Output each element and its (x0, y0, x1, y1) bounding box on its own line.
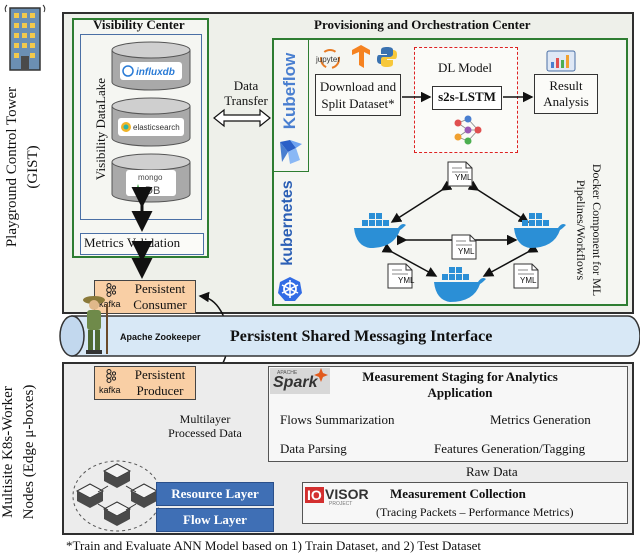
iovisor-label: VISOR (325, 486, 369, 502)
s2s-lstm-label: s2s-LSTM (438, 89, 496, 104)
iovisor-logo: IO VISOR PROJECT (305, 486, 369, 508)
data-transfer-arrow (213, 108, 271, 128)
spark-small-label: APACHE (277, 370, 298, 376)
docker-icon-left (354, 213, 406, 248)
yml-label-top: YML (455, 173, 472, 182)
zookeeper-label: Apache Zookeeper (120, 332, 201, 342)
iovisor-prefix: IO (305, 487, 324, 503)
raw-data-label: Raw Data (466, 464, 518, 479)
yml-file-icon-top (446, 160, 474, 193)
multilayer-label: Multilayer Processed Data (168, 412, 242, 440)
measurement-collection-box (302, 482, 628, 524)
worker-nodes-label: Multisite K8s-Worker Nodes (Edge μ-boxes… (0, 384, 37, 520)
persistent-producer-label: Persistent Producer (134, 367, 186, 398)
download-split-box (315, 74, 401, 116)
yml-file-icon-mid (450, 233, 478, 266)
docker-icon-bottom (434, 267, 486, 302)
dl-model-label: DL Model (438, 60, 493, 75)
persistent-consumer-label: Persistent Consumer (133, 281, 187, 312)
s2s-lstm-box (432, 86, 502, 110)
provisioning-title: Provisioning and Orchestration Center (314, 17, 531, 32)
kafka-icon-producer (106, 369, 116, 383)
jupyter-icon: jupyter (315, 49, 340, 69)
metrics-generation-label: Metrics Generation (490, 412, 591, 427)
measurement-collection-title: Measurement Collection (390, 486, 526, 501)
messaging-interface-title: Persistent Shared Messaging Interface (230, 328, 493, 345)
jupyter-label: jupyter (315, 55, 340, 64)
yml-label-mid: YML (458, 247, 475, 256)
python-icon (377, 47, 397, 67)
result-chart-icon (546, 50, 576, 72)
kubeflow-logo-icon (280, 140, 302, 164)
docker-icon-right (514, 213, 566, 248)
data-transfer-label: Data Transfer (224, 78, 268, 108)
kafka-label-producer: kafka (99, 385, 121, 395)
svg-text:mongo: mongo (138, 173, 163, 182)
features-generation-label: Features Generation/Tagging (434, 441, 586, 456)
result-analysis-box (534, 74, 598, 114)
persistent-producer-box (94, 366, 196, 400)
measurement-collection-subtitle: (Tracing Packets – Performance Metrics) (376, 505, 574, 519)
resource-layer-box (156, 482, 274, 506)
kafka-icon-consumer (106, 283, 116, 297)
resource-layer-label: Resource Layer (171, 486, 259, 501)
spark-star-icon (314, 368, 328, 382)
elasticsearch-logo-text: elasticsearch (133, 123, 180, 132)
kubernetes-logo-icon (278, 277, 302, 301)
influxdb-cylinder: influxdb (111, 41, 191, 91)
result-analysis-label: Result Analysis (543, 78, 589, 109)
docker-component-label: Docker Component for ML Pipelines/Workfl… (574, 163, 604, 297)
yml-label-left: YML (398, 276, 415, 285)
elasticsearch-cylinder: elasticsearch (111, 97, 191, 147)
flows-summarization-label: Flows Summarization (280, 412, 395, 427)
footnote: *Train and Evaluate ANN Model based on 1… (66, 538, 482, 553)
tensorflow-icon (352, 45, 370, 68)
yml-label-right: YML (520, 276, 537, 285)
flow-layer-box (156, 508, 274, 532)
iovisor-small: PROJECT (329, 501, 353, 507)
neural-network-icon (454, 115, 482, 145)
data-parsing-label: Data Parsing (280, 441, 347, 456)
visibility-center-title: Visibility Center (93, 17, 185, 32)
control-tower-icon (4, 4, 46, 71)
flow-layer-label: Flow Layer (183, 512, 247, 527)
yml-file-icon-left (386, 262, 414, 295)
kafka-label-consumer: kafka (99, 299, 121, 309)
spark-logo-label: Spark (273, 374, 318, 391)
kubeflow-strip (273, 39, 309, 172)
mongodb-cylinder: mongo DB (111, 153, 191, 203)
zookeeper-icon (83, 296, 108, 354)
influxdb-logo-text: influxdb (136, 67, 175, 78)
yml-file-icon-right (512, 262, 540, 295)
cube-network-icon (72, 460, 162, 532)
staging-title: Measurement Staging for Analytics Applic… (362, 369, 558, 400)
download-split-label: Download and Split Dataset* (319, 79, 397, 111)
